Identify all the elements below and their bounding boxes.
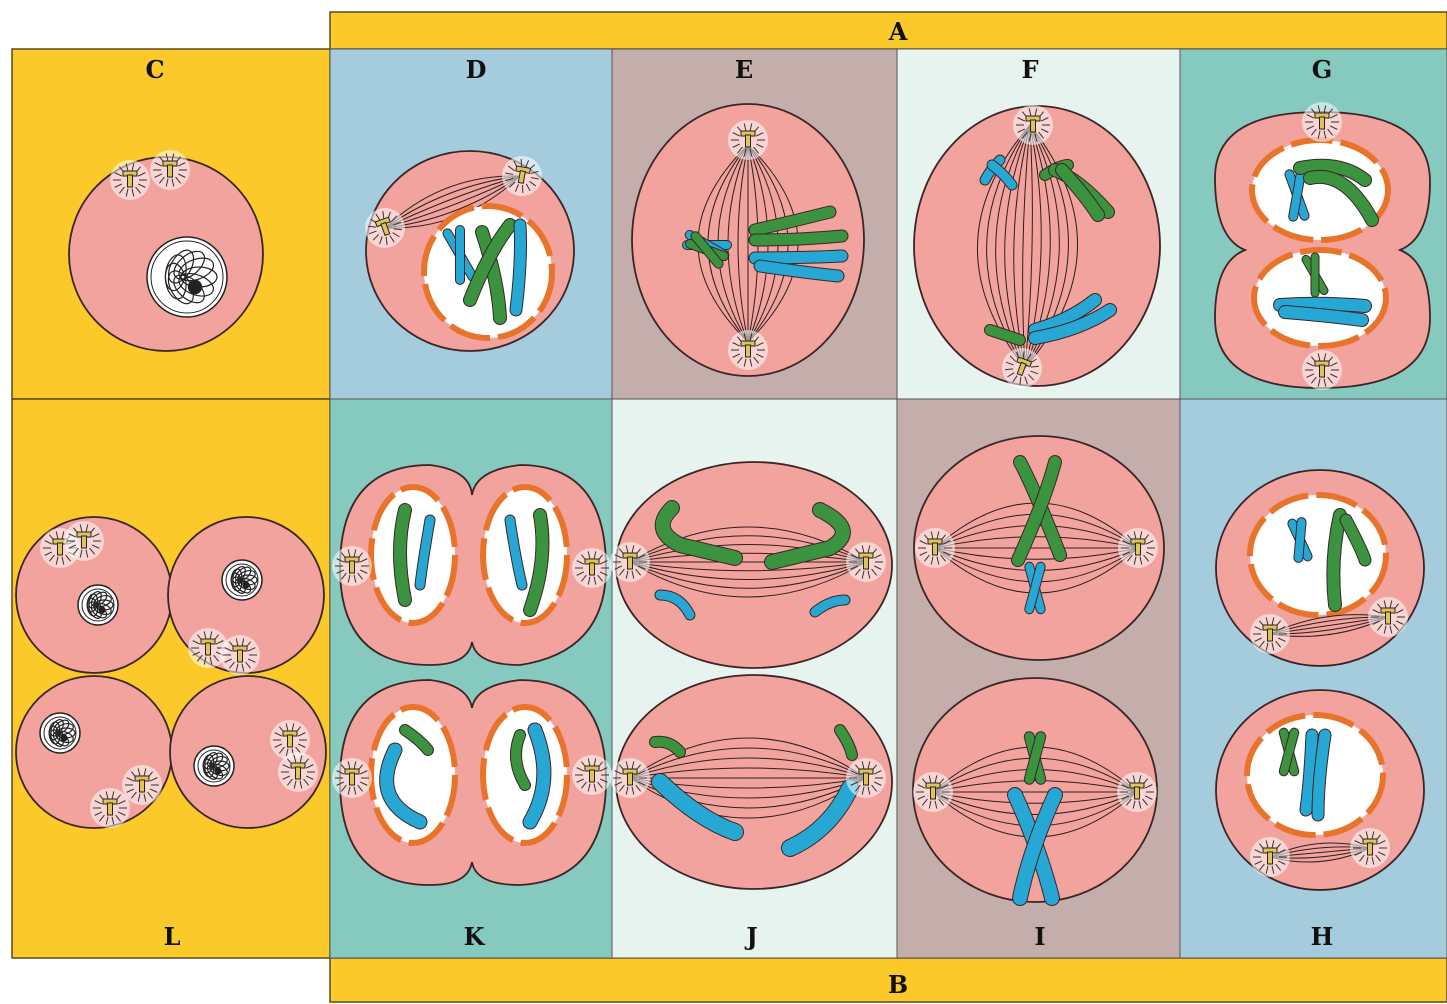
centriole [128,175,133,187]
label-a: A [888,17,908,46]
centriole [628,557,633,569]
centriole [1031,120,1036,132]
label-h: H [1311,922,1334,951]
centrosome [90,788,130,828]
label-c: C [145,55,164,84]
chromosome-blue [1306,735,1312,810]
nucleus [147,237,227,317]
centrosome [332,758,372,798]
nucleolus [188,280,202,294]
centrosome [122,765,162,805]
centriole [746,345,751,357]
label-i: I [1034,922,1045,951]
centriole [296,767,301,779]
centriole [746,135,751,147]
label-f: F [1021,55,1038,84]
label-d: D [466,55,487,84]
panel-l [12,399,330,958]
centriole [933,543,938,555]
chromosome-green [755,236,842,240]
centriole [238,650,243,662]
centrosome [150,150,190,190]
centrosome [610,758,650,798]
centriole [1320,365,1325,377]
centriole [82,536,87,548]
centriole [931,787,936,799]
centriole [864,557,869,569]
centrosome [64,521,104,561]
centrosome [1302,350,1342,390]
centriole [108,803,113,815]
centrosome [846,758,886,798]
centrosome [332,546,372,586]
centrosome [572,755,612,795]
centriole [350,561,355,573]
centriole [864,773,869,785]
chromosome-blue [516,225,521,310]
label-j: J [744,922,757,951]
centriole [288,735,293,747]
centrosome [1250,614,1290,654]
centrosome [278,752,318,792]
centriole [1135,787,1140,799]
centriole [140,780,145,792]
label-l: L [164,922,181,951]
centrosome [728,120,768,160]
centrosome [110,160,150,200]
centrosome [572,548,612,588]
centrosome [913,772,953,812]
nucleolus [98,606,105,613]
nucleolus [214,767,221,774]
chromosome-blue [1298,522,1301,558]
centrosome [1117,772,1157,812]
centrosome [1350,828,1390,868]
chromosome-green [400,510,405,600]
centriole [58,543,63,555]
chromosome-blue [755,256,842,258]
centrosome [1250,837,1290,877]
label-k: K [464,922,486,951]
label-e: E [735,55,753,84]
label-g: G [1312,55,1333,84]
chromosome-green [1333,515,1340,605]
centriole [168,165,173,177]
nucleolus [242,581,249,588]
centrosome [220,635,260,675]
centriole [206,643,211,655]
centriole [350,773,355,785]
label-b: B [888,970,908,999]
centriole [1268,852,1273,864]
centrosome [1013,105,1053,145]
nucleolus [60,734,67,741]
centriole [1386,612,1391,624]
centrosome [1368,597,1408,637]
chromosome-blue [1285,312,1362,320]
centrosome [1302,102,1342,142]
centriole [590,770,595,782]
centriole [1268,629,1273,641]
centrosome [610,542,650,582]
centriole [1136,543,1141,555]
centriole [590,563,595,575]
centrosome [915,528,955,568]
centrosome [1118,528,1158,568]
centriole [628,773,633,785]
centriole [1320,117,1325,129]
centrosome [728,330,768,370]
centriole [1368,843,1373,855]
centrosome [846,542,886,582]
